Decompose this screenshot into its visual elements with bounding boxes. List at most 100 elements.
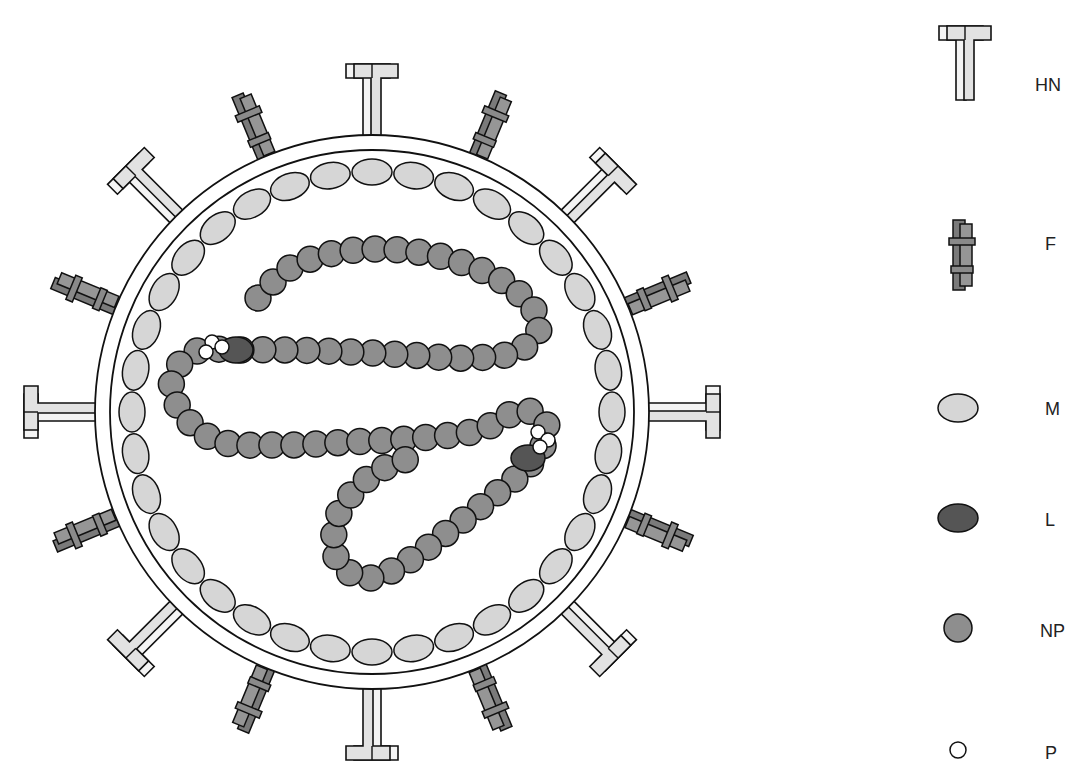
f-glyph	[960, 224, 972, 286]
f-spike	[465, 89, 516, 164]
f-glyph	[482, 702, 509, 718]
hn-spike	[24, 386, 98, 438]
hn-split	[24, 411, 38, 412]
m-protein	[352, 159, 392, 185]
legend-sample	[944, 614, 972, 642]
m-protein	[308, 632, 352, 665]
legend-label: NP	[1040, 622, 1065, 640]
p-protein	[199, 345, 213, 359]
m-protein	[267, 618, 313, 656]
hn-spike	[646, 386, 720, 438]
m-protein	[592, 348, 625, 392]
f-glyph	[662, 522, 678, 549]
f-spike	[620, 268, 695, 319]
f-glyph	[469, 668, 504, 730]
legend-label: F	[1045, 235, 1056, 253]
f-glyph	[235, 106, 262, 122]
f-glyph	[473, 677, 496, 692]
hn-glyph	[346, 686, 390, 760]
hn-split	[126, 648, 136, 658]
envelope-inner	[110, 150, 634, 674]
f-glyph	[248, 132, 271, 147]
p-protein	[533, 440, 547, 454]
m-protein	[392, 632, 436, 665]
m-protein	[392, 159, 436, 192]
l-sample	[938, 504, 978, 532]
hn-spike	[346, 686, 398, 760]
hn-split	[126, 166, 136, 176]
f-spike	[228, 660, 279, 735]
f-glyph	[637, 513, 652, 536]
nucleocapsid	[158, 236, 559, 591]
hn-split	[964, 26, 965, 40]
hn-glyph	[24, 386, 98, 430]
f-spike	[228, 89, 279, 164]
m-protein	[119, 392, 145, 432]
m-protein	[127, 307, 165, 353]
f-glyph	[233, 665, 268, 727]
hn-split	[371, 64, 372, 78]
f-glyph	[235, 702, 262, 718]
f-glyph	[473, 132, 496, 147]
np-sample	[944, 614, 972, 642]
m-protein	[592, 432, 625, 476]
hn-glyph	[947, 26, 991, 100]
f-glyph	[92, 513, 107, 536]
m-protein	[599, 392, 625, 432]
f-glyph	[637, 288, 652, 311]
m-protein	[308, 159, 352, 192]
legend-label: P	[1045, 744, 1057, 762]
f-glyph	[54, 509, 116, 544]
f-glyph	[949, 238, 975, 245]
hn-glyph	[646, 394, 720, 438]
f-glyph	[248, 677, 271, 692]
f-spike	[620, 505, 695, 556]
hn-split	[608, 648, 618, 658]
f-glyph	[66, 275, 82, 302]
legend-sample	[949, 220, 975, 290]
f-spike	[49, 268, 124, 319]
m-protein	[143, 508, 186, 556]
f-glyph	[57, 273, 119, 308]
m-protein	[559, 268, 602, 316]
m-protein	[468, 599, 516, 642]
f-glyph	[477, 97, 512, 159]
p-protein	[215, 340, 229, 354]
m-protein	[267, 167, 313, 205]
matrix-ring	[119, 159, 625, 665]
f-glyph	[92, 288, 107, 311]
hn-split	[706, 411, 720, 412]
f-glyph	[951, 266, 973, 273]
legend-sample	[938, 504, 978, 532]
legend-label: L	[1045, 511, 1055, 529]
m-protein	[578, 307, 616, 353]
legend-sample	[939, 26, 991, 100]
m-protein	[431, 618, 477, 656]
legend-sample	[938, 394, 978, 422]
f-glyph	[628, 280, 690, 315]
m-sample	[938, 394, 978, 422]
m-protein	[431, 167, 477, 205]
f-spike	[465, 660, 516, 735]
m-protein	[228, 183, 276, 226]
hn-split	[608, 166, 618, 176]
legend-symbols	[938, 26, 991, 758]
f-glyph	[482, 106, 509, 122]
m-protein	[119, 348, 152, 392]
f-glyph	[66, 522, 82, 549]
legend-sample	[950, 742, 966, 758]
f-glyph	[662, 275, 678, 302]
f-glyph	[625, 517, 687, 552]
m-protein	[578, 471, 616, 517]
m-protein	[127, 471, 165, 517]
hn-spike	[346, 64, 398, 138]
m-protein	[119, 432, 152, 476]
hn-glyph	[354, 64, 398, 138]
np-protein	[392, 447, 418, 473]
m-protein	[352, 639, 392, 665]
legend-label: M	[1045, 400, 1060, 418]
hn-split	[371, 746, 372, 760]
p-sample	[950, 742, 966, 758]
